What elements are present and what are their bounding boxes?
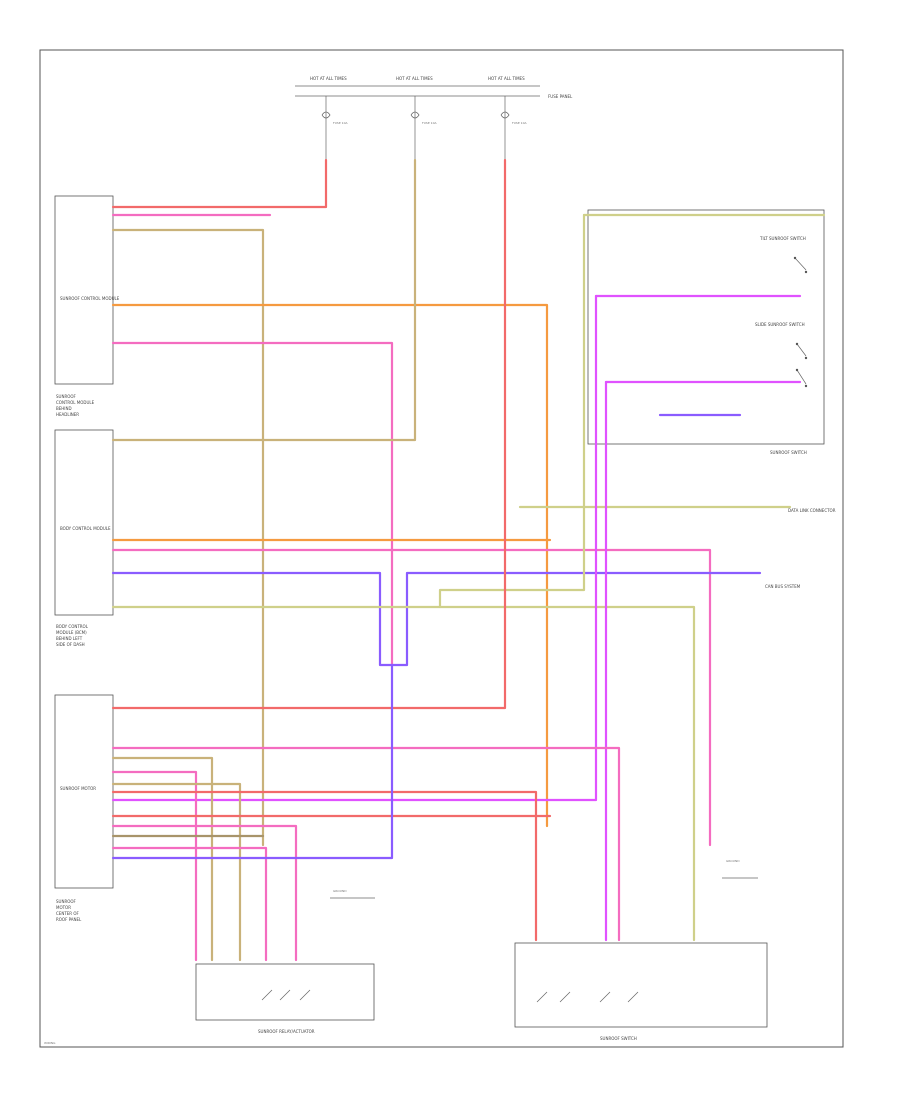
- fuse-label-2: FUSE 10A: [422, 121, 437, 125]
- data-link-label: DATA LINK CONNECTOR: [788, 508, 836, 513]
- ground-label-left: GROUND: [333, 889, 347, 893]
- wire-yg-1: [111, 605, 696, 942]
- wire-magenta-2: [111, 294, 598, 802]
- module-middle-caption-4: SIDE OF DASH: [56, 642, 85, 647]
- fuse-icon: FUSE 10A: [410, 96, 437, 160]
- right-switch-group-box: [587, 209, 825, 445]
- footer-code: WIRING: [44, 1041, 56, 1045]
- wire-pink-1: [111, 341, 394, 667]
- module-bottom-caption-4: ROOF PANEL: [56, 917, 82, 922]
- ground-label-right: GROUND: [726, 859, 740, 863]
- module-bottom-caption-2: MOTOR: [56, 905, 71, 910]
- module-bottom-name: SUNROOF MOTOR: [60, 786, 96, 791]
- fuse-label-1: FUSE 10A: [333, 121, 348, 125]
- switch-box-label: SUNROOF SWITCH: [600, 1036, 637, 1041]
- switch-contact-icon: [261, 989, 311, 1001]
- ground-icon: GROUND: [330, 889, 375, 899]
- module-middle-name: BODY CONTROL MODULE: [60, 526, 111, 531]
- diagram-frame: [39, 49, 844, 1048]
- fuse-icon: FUSE 10A: [500, 96, 527, 160]
- fuse-label-3: FUSE 10A: [512, 121, 527, 125]
- wire-red-4: [111, 790, 538, 942]
- wire-violet-1: [111, 571, 762, 667]
- module-middle-caption-2: MODULE (BCM): [56, 630, 87, 635]
- wire-orange-1: [111, 303, 549, 828]
- fuse-icon: FUSE 10A: [321, 96, 348, 160]
- switch-contact-icon: [536, 991, 639, 1003]
- module-middle-caption-3: BEHIND LEFT: [56, 636, 83, 641]
- module-bottom-box: [54, 694, 114, 889]
- power-label-2: HOT AT ALL TIMES: [396, 76, 433, 81]
- wire-tan-4: [111, 782, 242, 962]
- wire-pink-4: [111, 770, 198, 962]
- module-middle-box: [54, 429, 114, 616]
- fuse-panel-label: FUSE PANEL: [548, 94, 573, 99]
- wire-violet-3: [111, 663, 394, 860]
- module-top-box: [54, 195, 114, 385]
- wire-layer: [111, 158, 826, 962]
- power-label-3: HOT AT ALL TIMES: [488, 76, 525, 81]
- switch-contact-icon: [795, 342, 808, 360]
- switch-contact-icon: [793, 256, 808, 274]
- wire-tan-3: [111, 756, 214, 962]
- module-top-caption-3: BEHIND: [56, 406, 72, 411]
- ground-icon: GROUND: [722, 859, 758, 879]
- wire-tan-2: [111, 158, 417, 442]
- canbus-label: CAN BUS SYSTEM: [765, 584, 801, 589]
- actuator-label: SUNROOF RELAY/ACTUATOR: [258, 1029, 315, 1034]
- wire-pink-3: [111, 746, 621, 942]
- right-switch-group-title: SUNROOF SWITCH: [770, 450, 807, 455]
- wire-red-3: [111, 158, 507, 710]
- actuator-box: [195, 963, 375, 1021]
- module-top-caption-2: CONTROL MODULE: [56, 400, 95, 405]
- module-top-caption-1: SUNROOF: [56, 394, 77, 399]
- wire-red-1: [111, 158, 328, 209]
- wire-pink-5: [111, 824, 298, 962]
- module-top-name: SUNROOF CONTROL MODULE: [60, 296, 120, 301]
- module-top-caption-4: HEADLINER: [56, 412, 79, 417]
- switch-box: [514, 942, 768, 1028]
- power-label-1: HOT AT ALL TIMES: [310, 76, 347, 81]
- switch-contact-icon: [795, 368, 808, 388]
- wire-tan-1: [111, 228, 265, 847]
- wire-yg-4: [438, 213, 586, 609]
- module-bottom-caption-3: CENTER OF: [56, 911, 79, 916]
- module-bottom-caption-1: SUNROOF: [56, 899, 77, 904]
- slide-switch-label: SLIDE SUNROOF SWITCH: [755, 322, 805, 327]
- module-middle-caption-1: BODY CONTROL: [56, 624, 89, 629]
- wire-pink-2: [111, 548, 712, 847]
- tilt-switch-label: TILT SUNROOF SWITCH: [759, 236, 806, 241]
- wire-pink-6: [111, 846, 268, 962]
- power-bus: HOT AT ALL TIMES HOT AT ALL TIMES HOT AT…: [295, 76, 573, 160]
